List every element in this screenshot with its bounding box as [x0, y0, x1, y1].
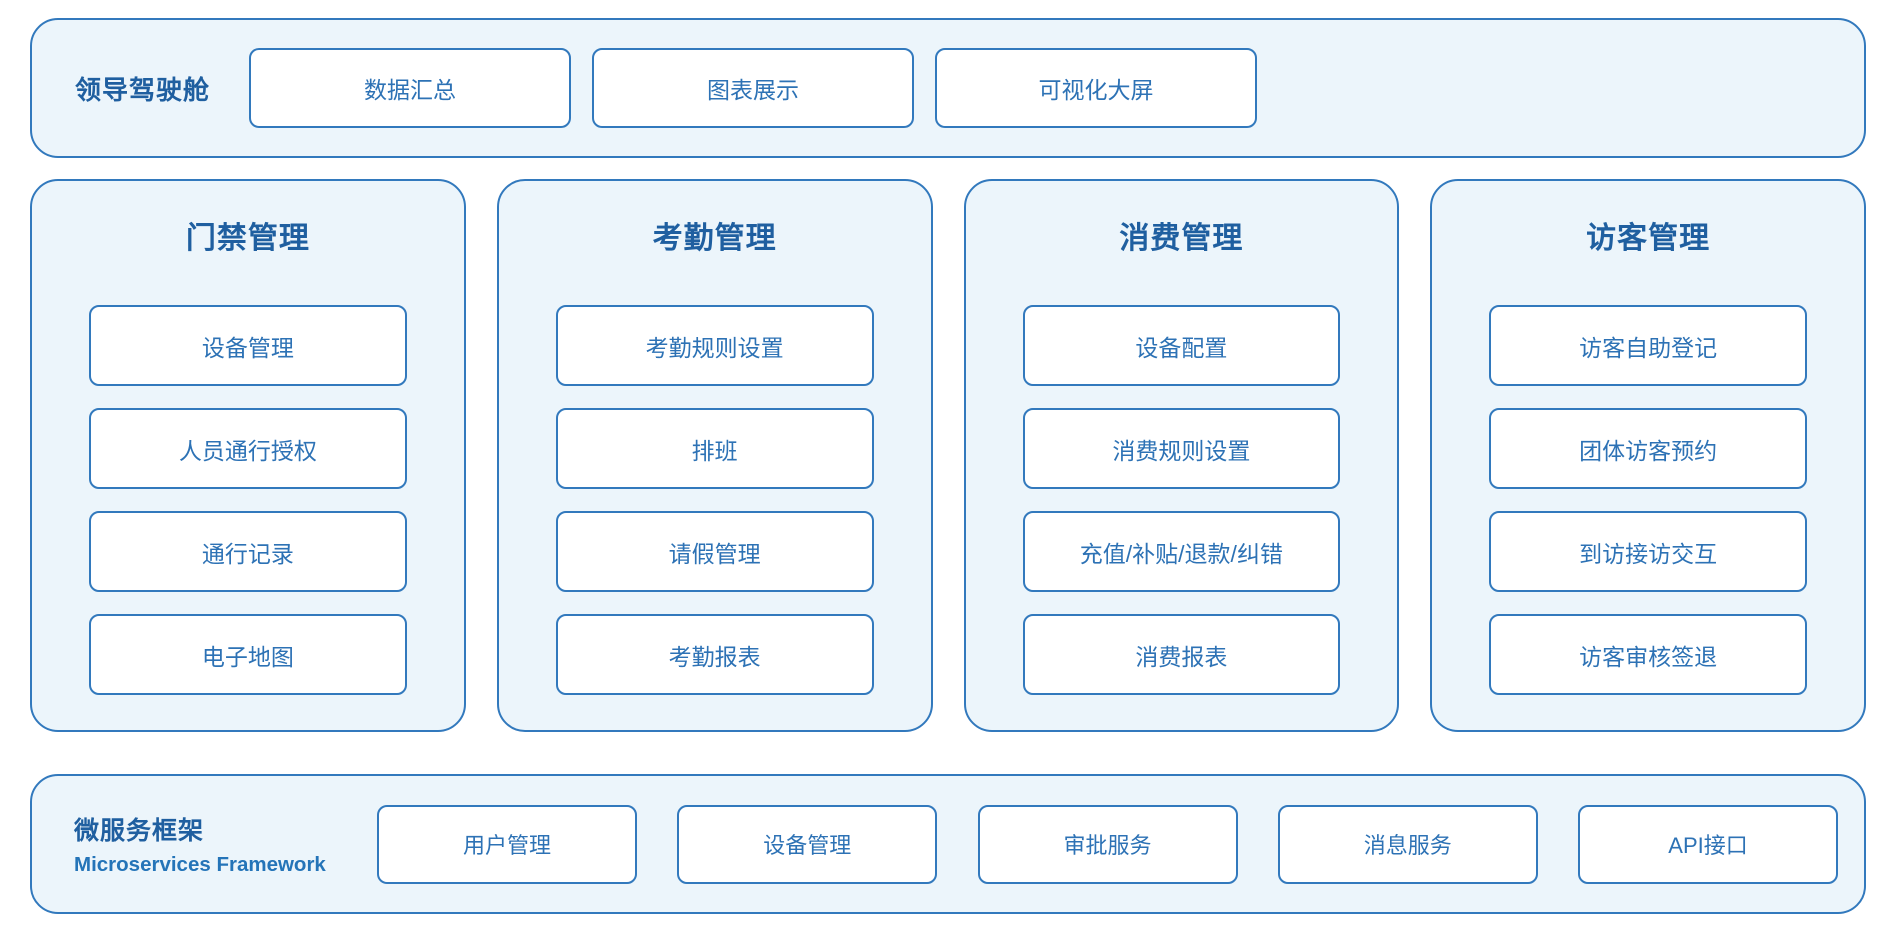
visitor-panel: 访客管理 访客自助登记 团体访客预约 到访接访交互 访客审核签退 — [1430, 179, 1866, 732]
electronic-map-button[interactable]: 电子地图 — [89, 614, 407, 695]
consumption-panel: 消费管理 设备配置 消费规则设置 充值/补贴/退款/纠错 消费报表 — [963, 179, 1400, 732]
management-modules-row: 门禁管理 设备管理 人员通行授权 通行记录 电子地图 考勤管理 考勤规则设置 排… — [30, 179, 1866, 732]
data-summary-button[interactable]: 数据汇总 — [249, 48, 572, 128]
microservices-framework-section: 微服务框架 Microservices Framework 用户管理 设备管理 … — [30, 774, 1866, 914]
visitor-buttons: 访客自助登记 团体访客预约 到访接访交互 访客审核签退 — [1489, 305, 1807, 695]
microservices-framework-label-en: Microservices Framework — [74, 853, 326, 876]
chart-display-button[interactable]: 图表展示 — [592, 48, 915, 128]
device-management-service-button[interactable]: 设备管理 — [677, 804, 938, 884]
access-control-panel: 门禁管理 设备管理 人员通行授权 通行记录 电子地图 — [30, 179, 466, 732]
leave-management-button[interactable]: 请假管理 — [555, 511, 874, 592]
access-records-button[interactable]: 通行记录 — [89, 511, 407, 592]
approval-service-button[interactable]: 审批服务 — [977, 804, 1238, 884]
attendance-title: 考勤管理 — [652, 222, 777, 255]
consumption-report-button[interactable]: 消费报表 — [1022, 614, 1341, 695]
visitor-self-registration-button[interactable]: 访客自助登记 — [1489, 305, 1807, 386]
attendance-panel: 考勤管理 考勤规则设置 排班 请假管理 考勤报表 — [496, 179, 933, 732]
visitor-title: 访客管理 — [1586, 222, 1711, 255]
consumption-title: 消费管理 — [1119, 222, 1244, 255]
attendance-buttons: 考勤规则设置 排班 请假管理 考勤报表 — [555, 305, 874, 695]
personnel-access-authorization-button[interactable]: 人员通行授权 — [89, 408, 407, 489]
visit-reception-interaction-button[interactable]: 到访接访交互 — [1489, 511, 1807, 592]
visitor-review-checkout-button[interactable]: 访客审核签退 — [1489, 614, 1807, 695]
visualization-screen-button[interactable]: 可视化大屏 — [935, 48, 1258, 128]
attendance-report-button[interactable]: 考勤报表 — [555, 614, 874, 695]
consumption-buttons: 设备配置 消费规则设置 充值/补贴/退款/纠错 消费报表 — [1022, 305, 1341, 695]
leadership-cockpit-label: 领导驾驶舱 — [75, 74, 211, 105]
access-control-buttons: 设备管理 人员通行授权 通行记录 电子地图 — [89, 305, 407, 695]
device-management-button[interactable]: 设备管理 — [89, 305, 407, 386]
microservices-framework-label: 微服务框架 Microservices Framework — [74, 811, 377, 877]
access-control-title: 门禁管理 — [185, 222, 310, 255]
message-service-button[interactable]: 消息服务 — [1277, 804, 1538, 884]
attendance-rules-button[interactable]: 考勤规则设置 — [555, 305, 874, 386]
leadership-cockpit-section: 领导驾驶舱 数据汇总 图表展示 可视化大屏 — [30, 18, 1866, 158]
consumption-rules-button[interactable]: 消费规则设置 — [1022, 408, 1341, 489]
group-visitor-reservation-button[interactable]: 团体访客预约 — [1489, 408, 1807, 489]
user-management-service-button[interactable]: 用户管理 — [377, 804, 637, 884]
recharge-subsidy-refund-button[interactable]: 充值/补贴/退款/纠错 — [1022, 511, 1341, 592]
microservices-framework-label-zh: 微服务框架 — [74, 817, 205, 845]
api-interface-button[interactable]: API接口 — [1578, 804, 1838, 884]
device-configuration-button[interactable]: 设备配置 — [1022, 305, 1341, 386]
leadership-cockpit-buttons: 数据汇总 图表展示 可视化大屏 — [249, 48, 1258, 128]
microservices-buttons: 用户管理 设备管理 审批服务 消息服务 API接口 — [377, 804, 1838, 884]
shift-scheduling-button[interactable]: 排班 — [555, 408, 874, 489]
